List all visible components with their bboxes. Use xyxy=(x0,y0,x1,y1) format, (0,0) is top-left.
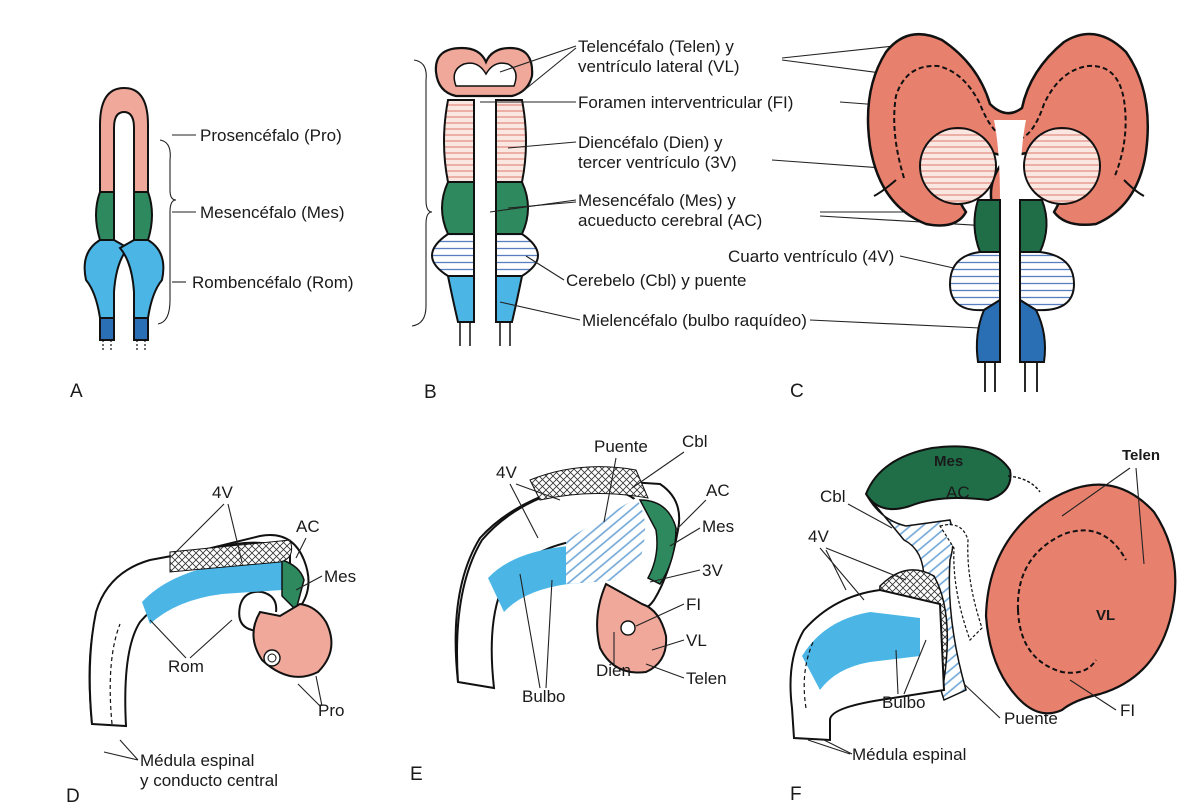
lead-line xyxy=(646,664,684,678)
label-cbl-f: Cbl xyxy=(820,487,846,506)
panel-f: Mes AC Telen Cbl 4V VL Bulbo Puente FI M… xyxy=(790,446,1175,805)
label-mielencefalo: Mielencéfalo (bulbo raquídeo) xyxy=(582,311,807,330)
label-medula-f: Médula espinal xyxy=(852,745,966,764)
panel-a-tube xyxy=(85,88,164,350)
label-puente-f: Puente xyxy=(1004,709,1058,728)
panel-b-tube xyxy=(432,48,538,346)
label-prosencefalo: Prosencéfalo (Pro) xyxy=(200,126,342,145)
label-fi-e: FI xyxy=(686,595,701,614)
label-ac-e: AC xyxy=(706,481,730,500)
lead-line xyxy=(808,740,852,754)
label-cuarto-ventriculo: Cuarto ventrículo (4V) xyxy=(728,247,894,266)
lead-line xyxy=(150,620,232,658)
label-fi-f: FI xyxy=(1120,701,1135,720)
panel-e: Puente Cbl 4V AC Mes 3V FI Dien VL Telen… xyxy=(410,432,734,785)
panel-label-a: A xyxy=(70,381,83,402)
panel-a: Prosencéfalo (Pro) Mesencéfalo (Mes) Rom… xyxy=(70,88,354,402)
label-bulbo-e: Bulbo xyxy=(522,687,565,706)
panel-label-d: D xyxy=(66,786,80,807)
panel-label-b: B xyxy=(424,382,437,403)
lead-line xyxy=(810,320,980,328)
panel-c: C xyxy=(790,34,1148,402)
label-acueducto: acueducto cerebral (AC) xyxy=(578,211,762,230)
label-cerebelo: Cerebelo (Cbl) y puente xyxy=(566,271,746,290)
label-telencefalo: Telencéfalo (Telen) y xyxy=(578,37,734,56)
panel-label-e: E xyxy=(410,764,423,785)
label-4v-f: 4V xyxy=(808,527,829,546)
panel-b-brace xyxy=(412,60,432,326)
panel-label-f: F xyxy=(790,784,802,805)
label-mes-d: Mes xyxy=(324,567,356,586)
lead-line xyxy=(964,684,1000,718)
label-mes-f: Mes xyxy=(934,453,963,470)
label-ventriculo-lateral: ventrículo lateral (VL) xyxy=(578,57,740,76)
label-telen-e: Telen xyxy=(686,669,727,688)
label-ac-d: AC xyxy=(296,517,320,536)
panel-a-brace xyxy=(158,140,176,324)
label-mes-e: Mes xyxy=(702,517,734,536)
panel-d: 4V AC Mes Rom Pro Médula espinal y condu… xyxy=(66,483,356,807)
label-mesencefalo: Mesencéfalo (Mes) xyxy=(200,203,345,222)
label-bulbo-f: Bulbo xyxy=(882,693,925,712)
label-vl-f: VL xyxy=(1096,607,1115,624)
label-cbl-e: Cbl xyxy=(682,432,708,451)
label-4v-e: 4V xyxy=(496,463,517,482)
panel-b: B xyxy=(412,48,538,403)
label-rom-d: Rom xyxy=(168,657,204,676)
label-3v-e: 3V xyxy=(702,561,723,580)
label-4v-d: 4V xyxy=(212,483,233,502)
label-telen-f: Telen xyxy=(1122,447,1160,464)
lead-line xyxy=(632,452,684,488)
label-medula-d: Médula espinal xyxy=(140,751,254,770)
label-mesencefalo-b: Mesencéfalo (Mes) y xyxy=(578,191,736,210)
panel-label-c: C xyxy=(790,381,804,402)
label-vl-e: VL xyxy=(686,631,707,650)
label-rombencefalo: Rombencéfalo (Rom) xyxy=(192,273,354,292)
label-puente-e: Puente xyxy=(594,437,648,456)
label-ac-f: AC xyxy=(946,483,970,502)
label-tercer-ventriculo: tercer ventrículo (3V) xyxy=(578,153,737,172)
label-foramen: Foramen interventricular (FI) xyxy=(578,93,793,112)
label-conducto-d: y conducto central xyxy=(140,771,278,790)
lead-line xyxy=(104,740,138,760)
label-diencefalo: Diencéfalo (Dien) y xyxy=(578,133,723,152)
